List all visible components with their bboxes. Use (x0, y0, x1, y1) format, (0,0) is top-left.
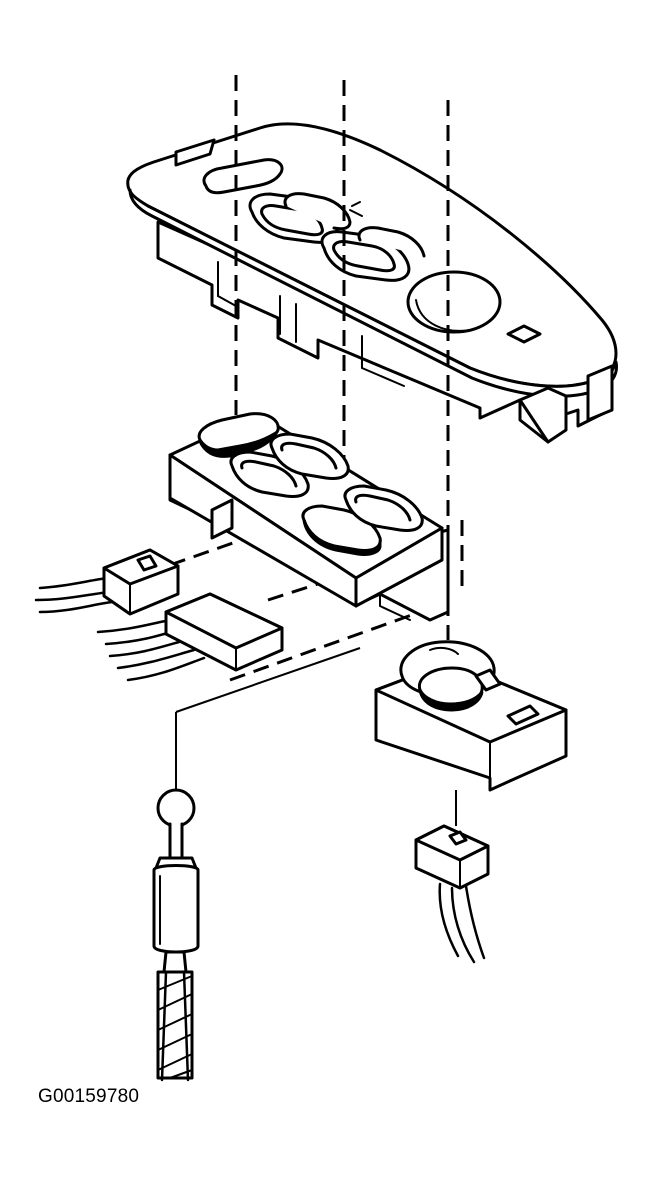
figure-code-label: G00159780 (38, 1086, 140, 1107)
five-pin-connector (96, 592, 284, 682)
switch-bezel (126, 122, 618, 444)
three-pin-connector (34, 548, 180, 616)
lamp-switch-module (374, 640, 568, 964)
switch-assembly (168, 412, 450, 622)
bulb-socket (152, 647, 361, 1082)
